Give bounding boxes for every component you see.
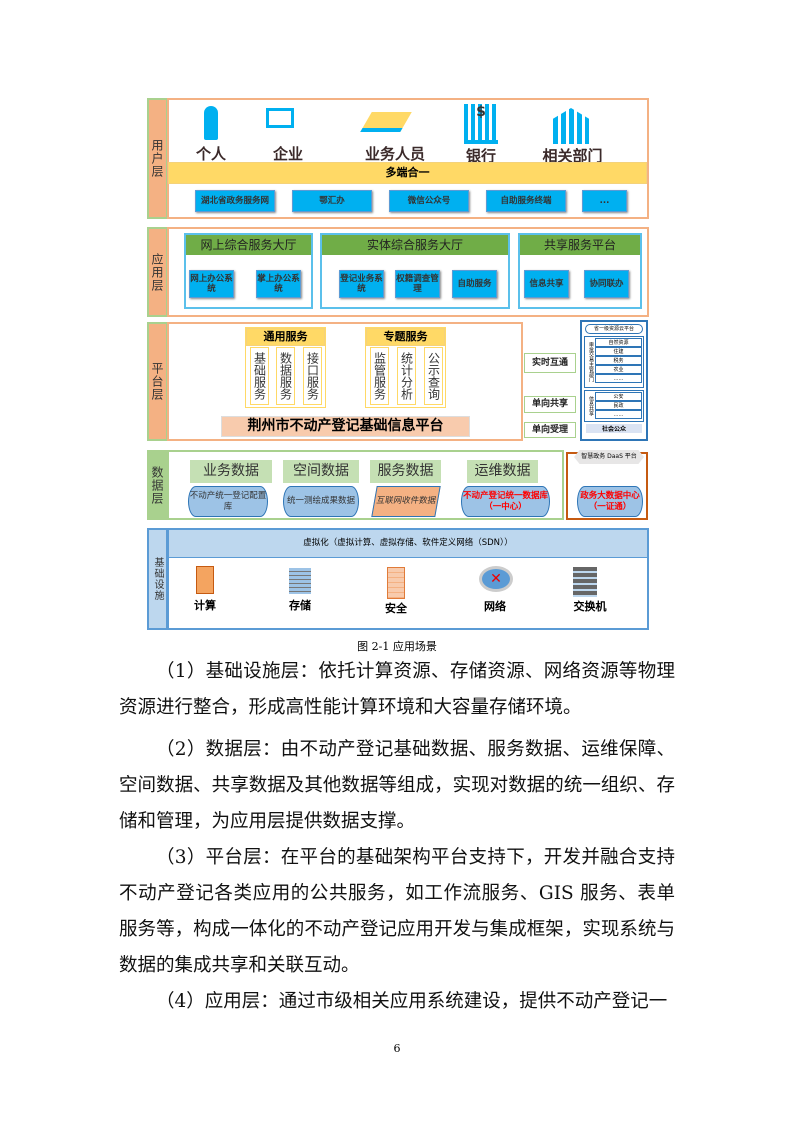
laptop-user-icon: [266, 108, 294, 128]
user-personal: 个人: [195, 145, 226, 163]
user-bank: 银行: [465, 147, 496, 165]
dept-item: 住建: [595, 347, 642, 356]
provincial-cloud-panel: 省一级资源云平台 审批交易主管部门 自然资源 住建 税务 农业 ...... 信…: [580, 320, 648, 441]
infra-storage: 存储: [289, 599, 311, 612]
store-unified-db: 不动产登记统一数据库（一中心）: [461, 486, 550, 517]
data-ops: 运维数据: [467, 460, 538, 483]
paragraph-platform-layer: （3）平台层：在平台的基础架构平台支持下，开发并融合支持不动产登记各类应用的公共…: [119, 847, 675, 976]
channel-ehuiban: 鄂汇办: [292, 190, 372, 212]
infra-network: 网络: [484, 600, 506, 613]
channel-more: ...: [582, 190, 627, 212]
app-registration: 登记业务系统: [339, 270, 384, 298]
provincial-cloud-title: 省一级资源云平台: [585, 324, 643, 334]
special-services-title: 专题服务: [366, 328, 445, 346]
multi-terminal-bar: 多端合一: [168, 162, 647, 184]
service-interface: 接口服务: [303, 347, 322, 405]
infra-security: 安全: [385, 602, 407, 615]
infra-switch: 交换机: [573, 600, 607, 613]
infra-layer-box: [167, 528, 649, 630]
share-item: 民政: [595, 401, 642, 410]
channel-hubei-portal: 湖北省政务服务网: [195, 190, 275, 212]
share-item: 公安: [595, 392, 642, 401]
data-service: 服务数据: [370, 460, 441, 483]
platform-layer-label: 平台层: [147, 322, 168, 441]
service-statistics: 统计分析: [397, 347, 416, 405]
link-realtime: 实时互通: [524, 353, 576, 373]
daas-title: 智慧政务 DaaS 平台: [574, 450, 644, 464]
panel-title: 网上综合服务大厅: [186, 235, 311, 255]
bank-icon: $: [464, 104, 498, 144]
panel-title: 共享服务平台: [520, 235, 640, 255]
platform-name: 荆州市不动产登记基础信息平台: [221, 416, 470, 437]
data-business: 业务数据: [190, 460, 272, 483]
service-public-query: 公示查询: [424, 347, 443, 405]
store-survey: 统一测绘成果数据: [283, 486, 359, 517]
data-spatial: 空间数据: [283, 460, 359, 483]
infra-layer-label: 基础设施: [147, 528, 168, 630]
approval-departments-label: 审批交易主管部门: [588, 342, 594, 382]
channel-wechat: 微信公众号: [389, 190, 469, 212]
service-basic: 基础服务: [250, 347, 269, 405]
user-staff: 业务人员: [364, 145, 425, 163]
general-services-title: 通用服务: [246, 328, 325, 346]
special-services: 专题服务: [365, 327, 446, 408]
app-self-service: 自助服务: [452, 270, 497, 298]
store-config: 不动产统一登记配置库: [188, 486, 268, 517]
dept-item: ......: [595, 374, 642, 383]
share-item: ......: [595, 410, 642, 419]
service-supervision: 监管服务: [370, 347, 389, 405]
app-layer-label: 应用层: [147, 227, 168, 317]
switch-icon: [573, 567, 597, 597]
info-sharing-label: 信息共享: [588, 396, 594, 416]
compute-server-icon: [196, 566, 214, 594]
service-data: 数据服务: [276, 347, 295, 405]
paragraph-app-layer: （4）应用层：通过市级相关应用系统建设，提供不动产登记一: [156, 991, 668, 1012]
virtualization-bar: 虚拟化（虚拟计算、虚拟存储、软件定义网络（SDN））: [169, 530, 647, 558]
link-one-way-accept: 单向受理: [524, 422, 576, 438]
person-icon: [204, 106, 218, 140]
channel-kiosk: 自助服务终端: [486, 190, 566, 212]
app-collab: 协同联办: [584, 270, 629, 298]
user-enterprise: 企业: [272, 145, 303, 163]
general-services: 通用服务: [245, 327, 326, 408]
paragraph-data-layer: （2）数据层：由不动产登记基础数据、服务数据、运维保障、空间数据、共享数据及其他…: [119, 739, 675, 832]
store-internet: 互联网收件数据: [371, 486, 441, 517]
link-one-way-share: 单向共享: [524, 396, 576, 413]
storage-icon: [289, 568, 311, 594]
page-number: 6: [393, 1042, 401, 1055]
dept-item: 税务: [595, 356, 642, 365]
user-departments: 相关部门: [542, 147, 603, 165]
user-layer-label: 用户层: [147, 98, 168, 219]
router-icon: ✕: [479, 566, 513, 592]
app-info-sharing: 信息共享: [524, 270, 569, 298]
dept-item: 农业: [595, 365, 642, 374]
figure-caption: 图 2-1 应用场景: [357, 640, 437, 653]
data-layer-label: 数据层: [147, 450, 168, 520]
dept-item: 自然资源: [595, 338, 642, 347]
app-mobile-office: 掌上办公系统: [256, 270, 301, 298]
public-label: 社会公众: [586, 424, 642, 433]
data-layer-box: [167, 450, 564, 520]
app-online-office: 网上办公系统: [189, 270, 234, 298]
paragraph-infrastructure: （1）基础设施层：依托计算资源、存储资源、网络资源等物理资源进行整合，形成高性能…: [119, 661, 675, 718]
store-gov-bigdata: 政务大数据中心（一证通）: [577, 486, 643, 517]
infra-compute: 计算: [194, 599, 216, 612]
panel-title: 实体综合服务大厅: [322, 235, 508, 255]
firewall-icon: [387, 567, 405, 599]
app-cadastral: 权籍调查管理: [395, 270, 440, 298]
